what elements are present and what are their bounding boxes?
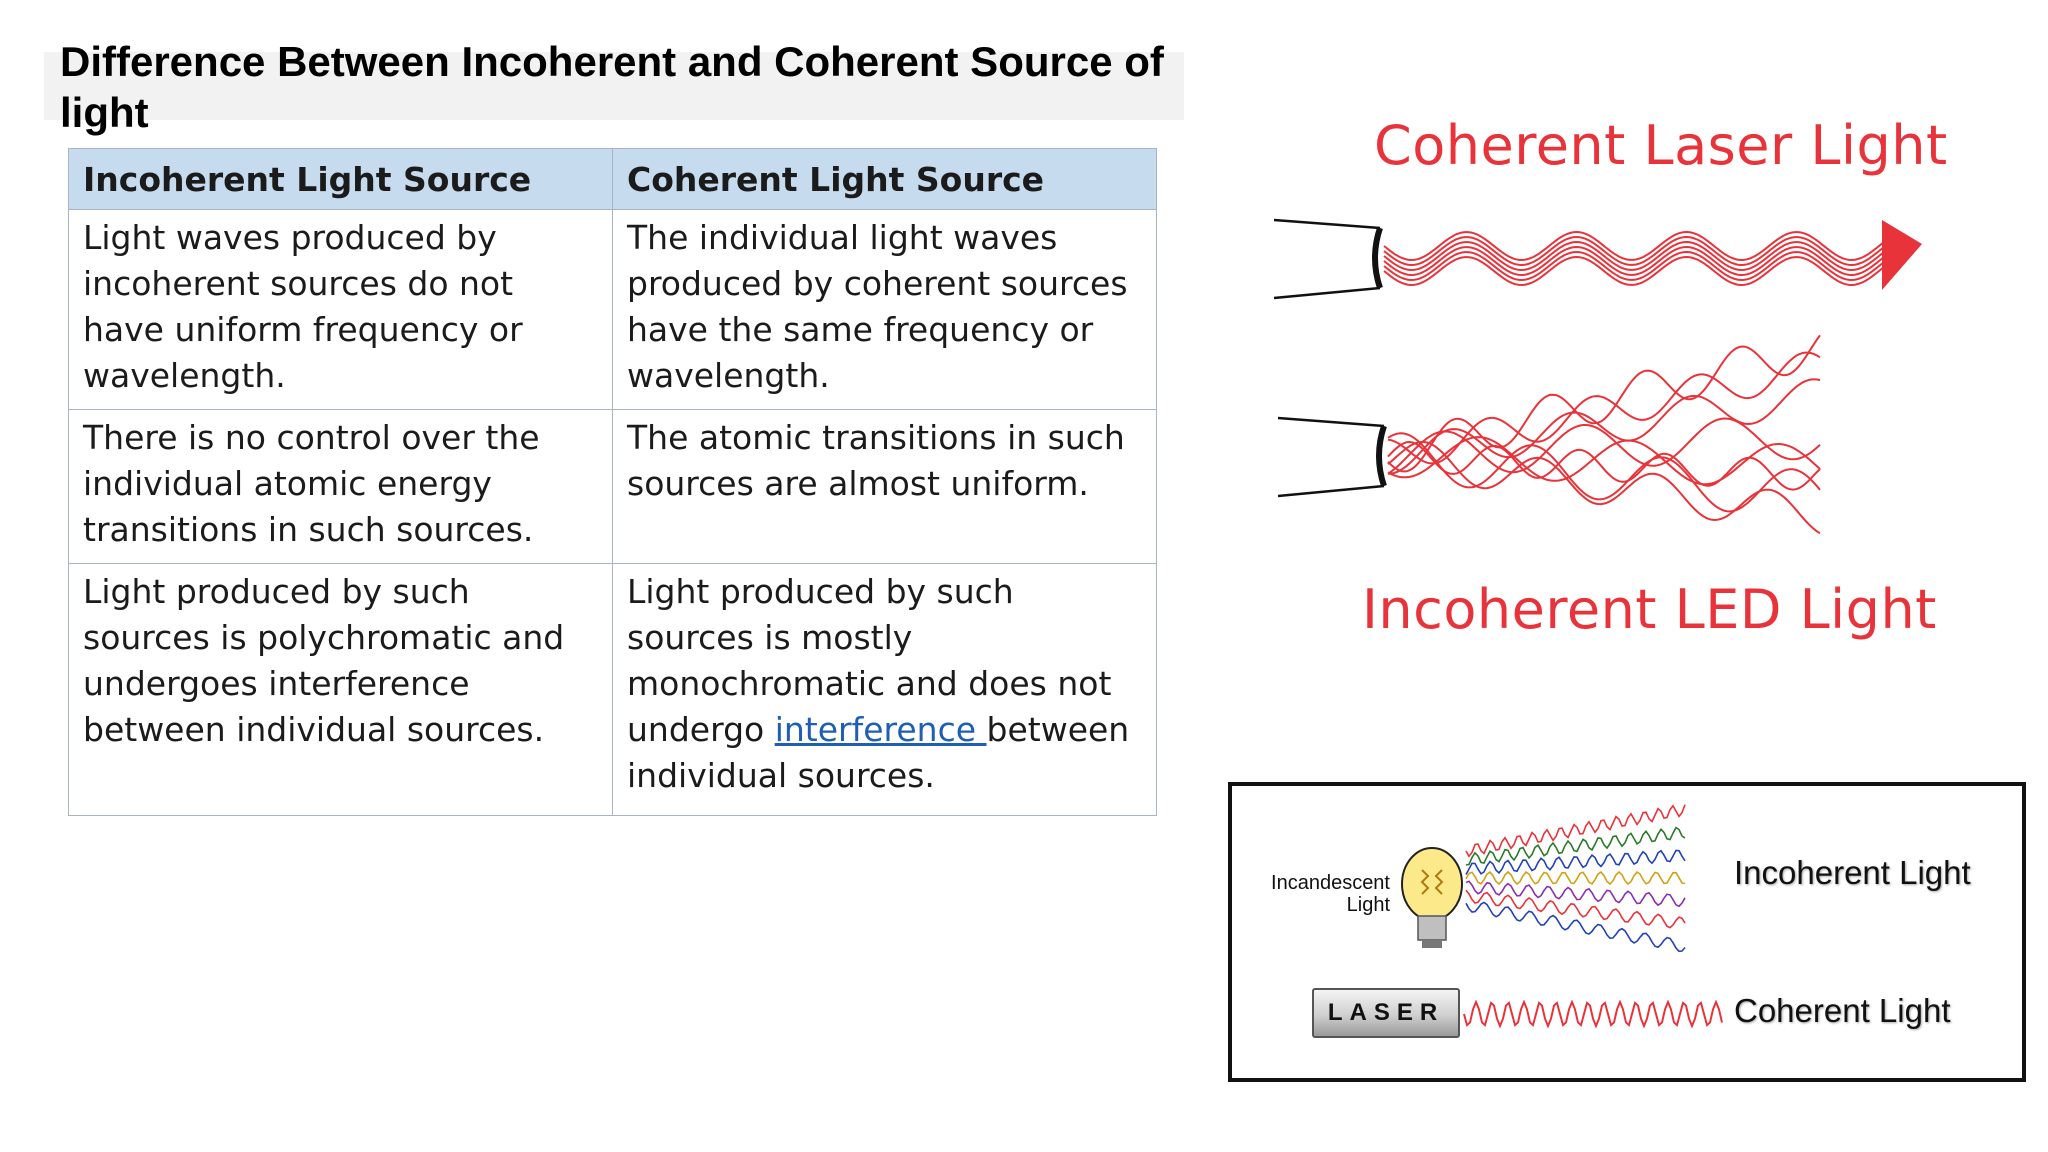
- incandescent-laser-diagram: Incandescent Light LASER Incoherent Ligh…: [1228, 782, 2026, 1082]
- cell-text: Light produced by such sources is mostly…: [627, 572, 1112, 749]
- wave-line: [1387, 334, 1821, 473]
- wave-line: [1383, 250, 1892, 282]
- light-bulb-icon: [1401, 847, 1463, 948]
- header-incoherent: Incoherent Light Source: [68, 148, 613, 210]
- wave-line: [1465, 870, 1686, 886]
- arrowhead-icon: [1882, 220, 1922, 290]
- page-title: Difference Between Incoherent and Cohere…: [60, 38, 1164, 136]
- wave-line: [1465, 880, 1686, 908]
- cell-incoherent: There is no control over the individual …: [68, 409, 613, 564]
- title-background: [44, 52, 1184, 120]
- table-row: Light waves produced by incoherent sourc…: [68, 209, 1157, 410]
- table-row: Light produced by such sources is polych…: [68, 563, 1157, 816]
- comparison-table: Incoherent Light Source Coherent Light S…: [68, 148, 1157, 816]
- wave-line: [1465, 889, 1686, 929]
- cell-incoherent: Light produced by such sources is polych…: [68, 563, 613, 816]
- incoherent-multicolor-waves: [1465, 804, 1686, 953]
- coherent-red-wave: [1463, 999, 1723, 1029]
- incandescent-light-label: Incandescent Light: [1260, 872, 1390, 916]
- wave-line: [1387, 436, 1821, 486]
- coherent-laser-light-label: Coherent Laser Light: [1374, 114, 1948, 177]
- laser-device: LASER: [1312, 988, 1460, 1038]
- coherence-diagram: Coherent Laser Light Incoherent LED Ligh…: [1262, 100, 1962, 660]
- label-line: Incandescent: [1271, 872, 1390, 894]
- wave-line: [1465, 826, 1686, 866]
- wave-line: [1387, 441, 1821, 535]
- wave-line: [1465, 804, 1686, 858]
- bottom-waves-illustration: [1401, 804, 1723, 1029]
- wave-line: [1383, 255, 1892, 287]
- header-coherent: Coherent Light Source: [612, 148, 1157, 210]
- interference-link[interactable]: interference: [774, 710, 987, 749]
- cell-coherent: The individual light waves produced by c…: [612, 209, 1157, 410]
- wave-line: [1387, 417, 1821, 475]
- cell-text: between individual sources.: [627, 710, 1130, 795]
- led-emitter-icon: [1277, 416, 1387, 498]
- cell-coherent: Light produced by such sources is mostly…: [612, 563, 1157, 816]
- coherent-waves: [1383, 230, 1892, 287]
- cell-coherent: The atomic transitions in such sources a…: [612, 409, 1157, 564]
- laser-emitter-icon: [1273, 218, 1383, 300]
- wave-line: [1465, 849, 1686, 875]
- coherent-light-label: Coherent Light: [1734, 992, 1951, 1029]
- waves-illustration: [1273, 218, 1922, 535]
- wave-line: [1383, 245, 1892, 277]
- incoherent-light-label: Incoherent Light: [1734, 854, 1971, 891]
- table-header-row: Incoherent Light Source Coherent Light S…: [68, 148, 1157, 210]
- wave-line: [1383, 235, 1892, 267]
- wave-line: [1383, 240, 1892, 272]
- incoherent-waves: [1387, 334, 1821, 535]
- wave-line: [1463, 999, 1723, 1029]
- incoherent-led-light-label: Incoherent LED Light: [1362, 578, 1937, 641]
- wave-line: [1387, 378, 1821, 475]
- wave-line: [1387, 432, 1821, 513]
- table-row: There is no control over the individual …: [68, 409, 1157, 564]
- cell-incoherent: Light waves produced by incoherent sourc…: [68, 209, 613, 410]
- wave-line: [1383, 230, 1892, 262]
- label-line: Light: [1346, 894, 1390, 916]
- wave-line: [1465, 901, 1686, 953]
